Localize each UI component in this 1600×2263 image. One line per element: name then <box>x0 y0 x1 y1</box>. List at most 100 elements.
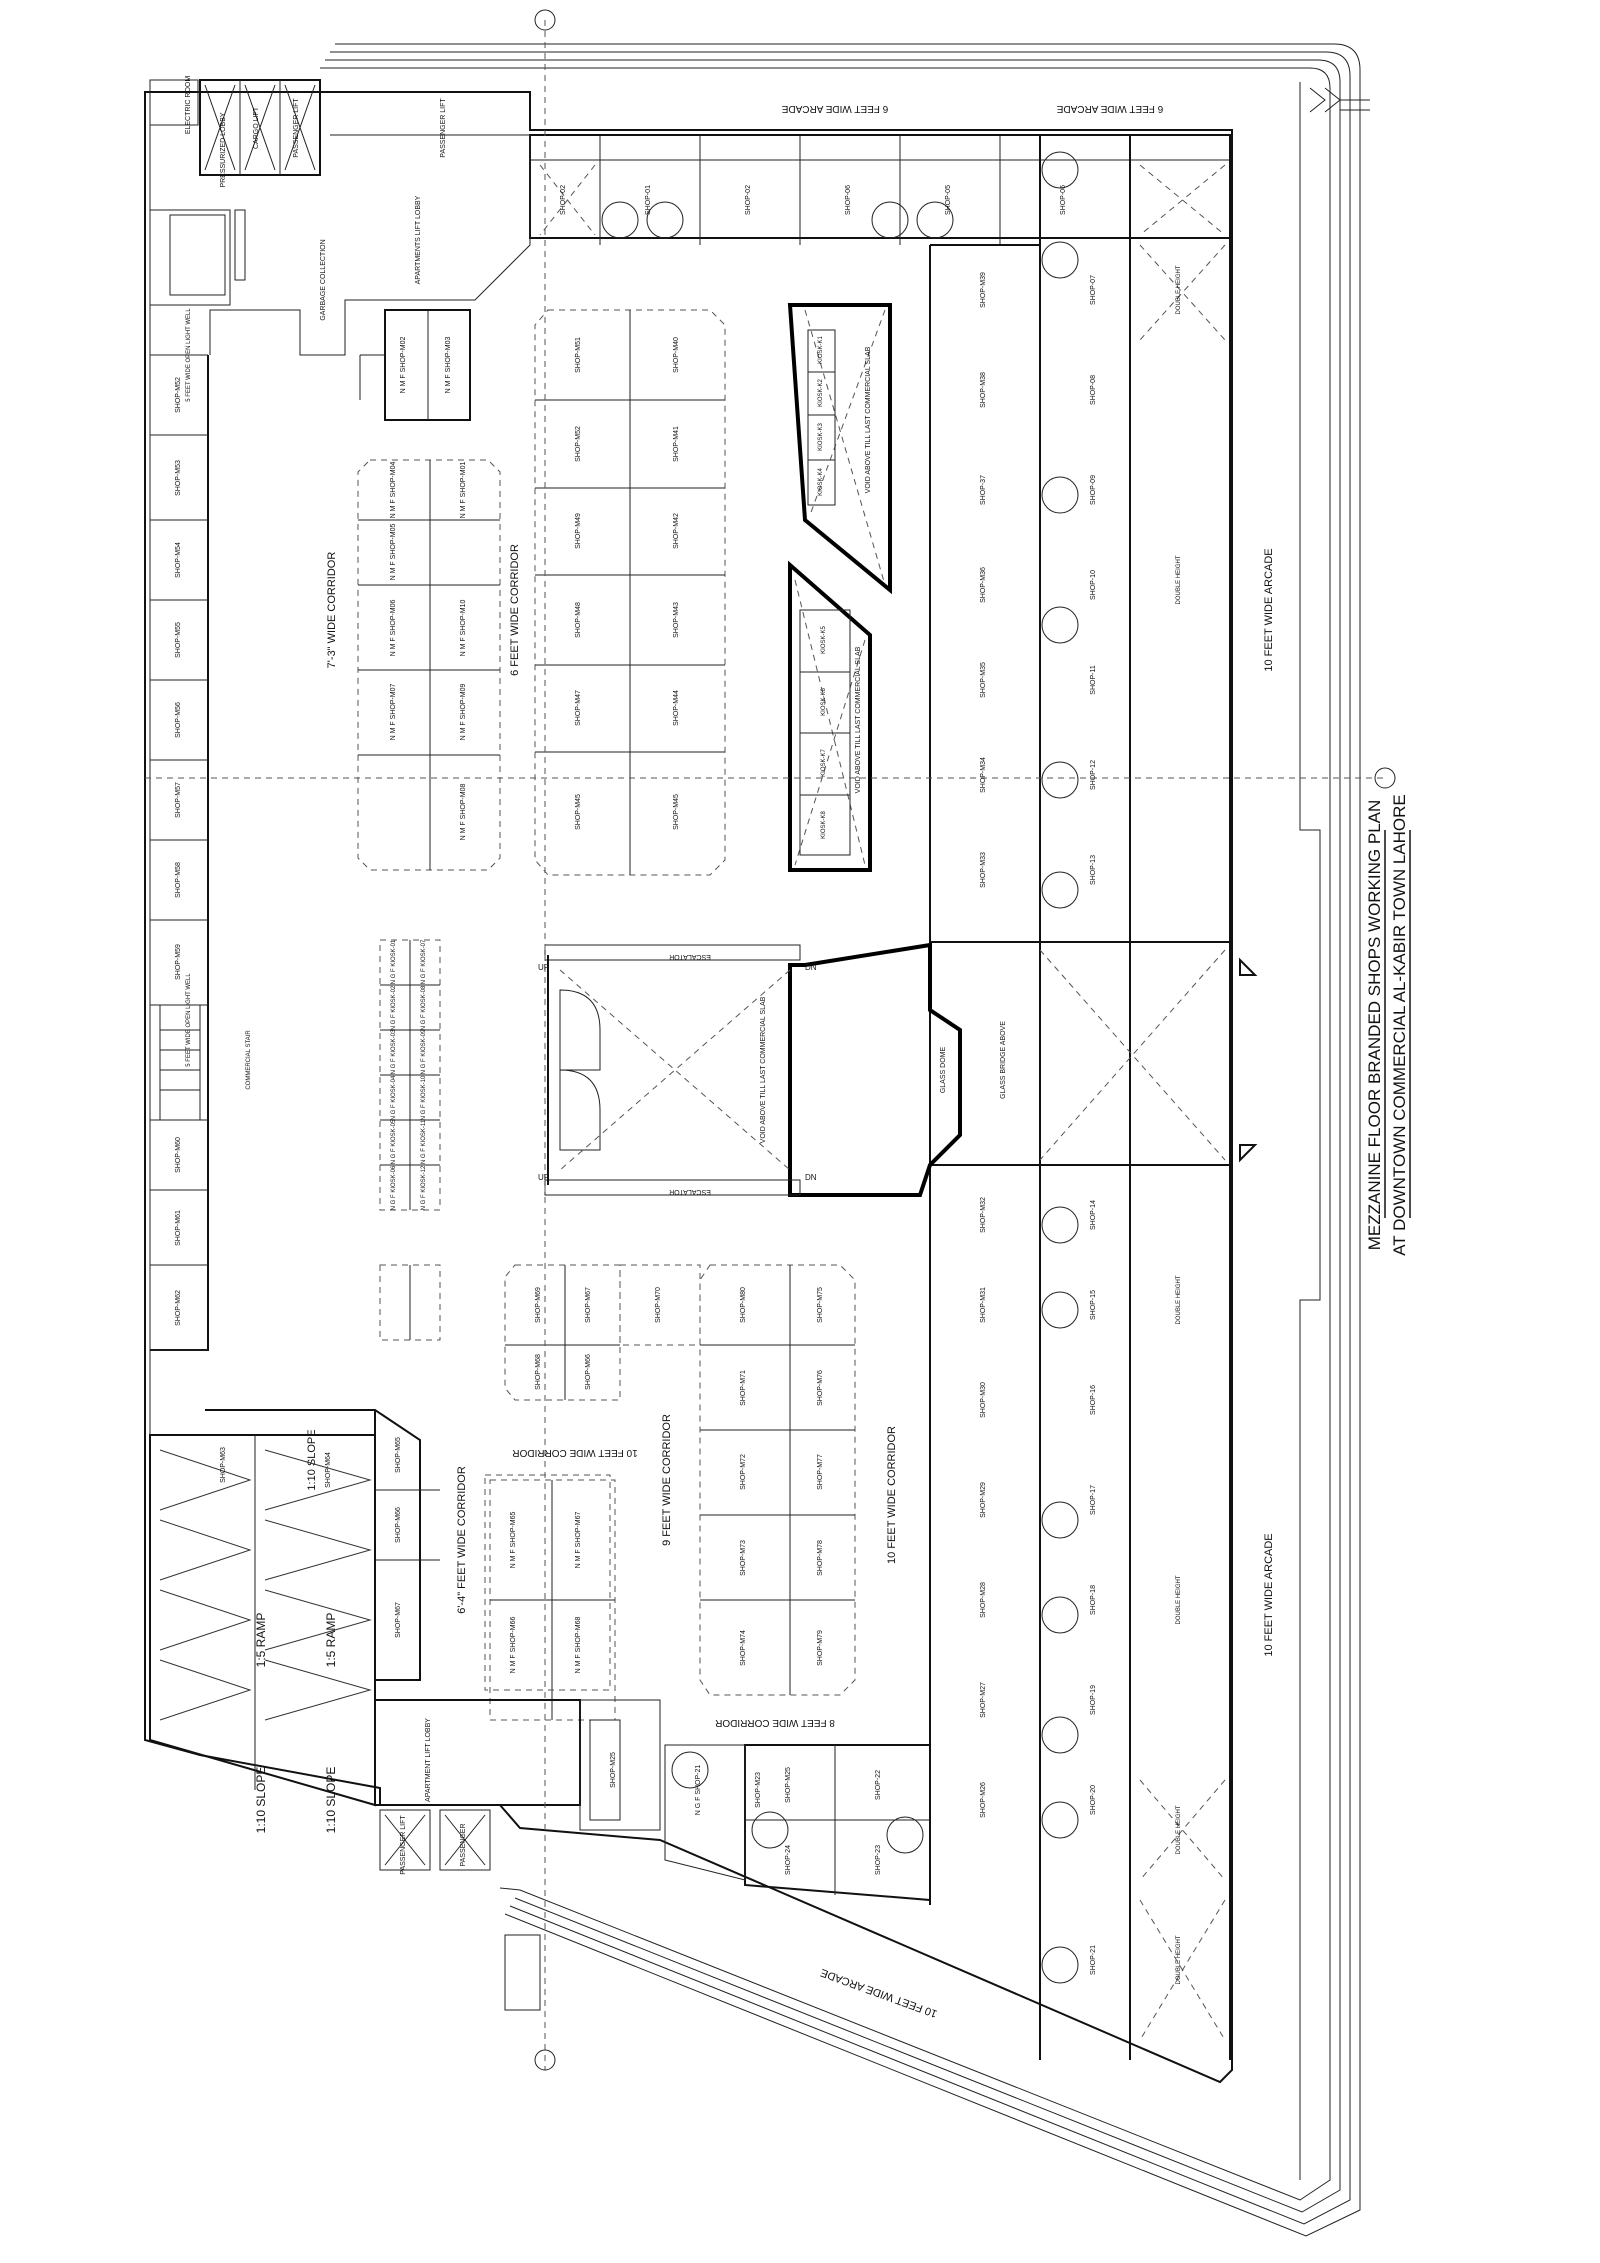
kiosks-left-9: N G F KIOSK-10 <box>421 1075 427 1120</box>
title-line-2: AT DOWNTOWN COMMERCIAL AL-KABIR TOWN LAH… <box>1390 794 1409 1256</box>
top-shops-2: SHOP-02 <box>745 185 752 215</box>
right-col-b-upper-3: SHOP-10 <box>1090 570 1097 600</box>
ngf-lower-1: SHOP-M25 <box>610 1752 617 1788</box>
lower-left-shops-1: SHOP-M64 <box>325 1452 332 1488</box>
top-shops-3: SHOP-06 <box>845 185 852 215</box>
right-col-a-lower-0: SHOP-M32 <box>980 1197 987 1233</box>
nmf-lower-1: N M F SHOP-M66 <box>510 1617 517 1674</box>
center-shops-left-4: SHOP-M47 <box>575 690 582 726</box>
label-void-main: VOID ABOVE TILL LAST COMMERCIAL SLAB <box>760 996 767 1143</box>
double-height-label-3: DOUBLE HEIGHT <box>1176 1575 1182 1624</box>
lower-center-shops-7: SHOP-M73 <box>740 1540 747 1576</box>
right-col-b-lower-4: SHOP-18 <box>1090 1585 1097 1615</box>
lower-center-shops-5: SHOP-M71 <box>740 1370 747 1406</box>
label-apartments-lobby: APARTMENTS LIFT LOBBY <box>415 195 422 284</box>
center-shops-left-0: SHOP-M51 <box>575 337 582 373</box>
kiosks-mid-0: KIOSK-K5 <box>821 626 827 654</box>
left-shops-9: SHOP-M61 <box>175 1210 182 1246</box>
bottom-core <box>374 1699 661 1871</box>
right-col-b-lower-0: SHOP-14 <box>1090 1200 1097 1230</box>
lower-center-shops-0: SHOP-M69 <box>535 1287 542 1323</box>
label-corridor-6-4: 6'-4" FEET WIDE CORRIDOR <box>456 1466 468 1614</box>
right-col-a-upper-3: SHOP-M36 <box>980 567 987 603</box>
left-shops-6: SHOP-M58 <box>175 862 182 898</box>
top-shops-1: SHOP-01 <box>645 185 652 215</box>
lower-left-shops-0: SHOP-M63 <box>220 1447 227 1483</box>
label-corridor-9: 9 FEET WIDE CORRIDOR <box>661 1414 673 1546</box>
nmf-lower-0: N M F SHOP-M65 <box>510 1512 517 1569</box>
kiosks-mid-2: KIOSK-K7 <box>821 749 827 777</box>
title-line-1: MEZZANINE FLOOR BRANDED SHOPS WORKING PL… <box>1365 800 1384 1251</box>
kiosks-left-1: N G F KIOSK-02 <box>391 985 397 1030</box>
center-shops-left-1: SHOP-M52 <box>575 426 582 462</box>
label-electric-room: ELECTRIC ROOM <box>185 76 192 135</box>
lower-center-shops-12: SHOP-M78 <box>817 1540 824 1576</box>
right-col-a-upper-4: SHOP-M35 <box>980 662 987 698</box>
void-mid <box>788 560 872 872</box>
kiosks-left-4: N G F KIOSK-05 <box>391 1119 397 1164</box>
site-boundary <box>320 43 1361 2237</box>
label-ramp-2: 1:5 RAMP <box>324 1613 338 1668</box>
lower-left-shops-2: SHOP-M65 <box>395 1437 402 1473</box>
label-arcade-10-right-upper: 10 FEET WIDE ARCADE <box>1263 548 1275 671</box>
lower-left-shops-4: SHOP-M67 <box>395 1602 402 1638</box>
kiosks-mid-1: KIOSK-K6 <box>821 688 827 716</box>
lower-center-shops-11: SHOP-M77 <box>817 1454 824 1490</box>
lower-left-shops-3: SHOP-M66 <box>395 1507 402 1543</box>
right-col-b-upper-2: SHOP-09 <box>1090 475 1097 505</box>
label-slope-1: 1:10 SLOPE <box>254 1767 268 1834</box>
right-col-b-lower-2: SHOP-16 <box>1090 1385 1097 1415</box>
left-shops-10: SHOP-M62 <box>175 1290 182 1326</box>
nmf-upper-1: N M F SHOP-M05 <box>390 524 397 581</box>
right-col-b-lower-5: SHOP-19 <box>1090 1685 1097 1715</box>
double-height-label-1: DOUBLE HEIGHT <box>1176 555 1182 604</box>
top-shops-4: SHOP-05 <box>945 185 952 215</box>
nmf-lower-3: N M F SHOP-M68 <box>575 1617 582 1674</box>
right-col-a-lower-3: SHOP-M29 <box>980 1482 987 1518</box>
label-void-mid: VOID ABOVE TILL LAST COMMERCIAL SLAB <box>855 646 862 793</box>
label-arcade-10-right-lower: 10 FEET WIDE ARCADE <box>1263 1533 1275 1656</box>
label-up-2: UP <box>538 1173 549 1182</box>
label-cargo-lift: CARGO LIFT <box>253 106 260 149</box>
lower-center-shops-2: SHOP-M67 <box>585 1287 592 1323</box>
label-corridor-10-right: 10 FEET WIDE CORRIDOR <box>886 1426 898 1564</box>
left-shops-2: SHOP-M54 <box>175 542 182 578</box>
kiosks-upper-0: KIOSK-K1 <box>818 336 824 364</box>
label-glass-bridge: GLASS BRIDGE ABOVE <box>1000 1021 1007 1099</box>
kiosks-left-3: N G F KIOSK-04 <box>391 1075 397 1120</box>
right-col-b-upper-1: SHOP-08 <box>1090 375 1097 405</box>
nmf-top-0: N M F SHOP-M02 <box>400 337 407 394</box>
right-col-b-upper-6: SHOP-13 <box>1090 855 1097 885</box>
lower-center-shops-6: SHOP-M72 <box>740 1454 747 1490</box>
label-dn-1: DN <box>805 963 817 972</box>
double-height-label-4: DOUBLE HEIGHT <box>1176 1805 1182 1854</box>
double-height-label-2: DOUBLE HEIGHT <box>1176 1275 1182 1324</box>
double-height-label-0: DOUBLE HEIGHT <box>1176 265 1182 314</box>
void-upper <box>787 303 892 595</box>
lower-center-shops-14: SHOP-M80 <box>740 1287 747 1323</box>
ngf-lower-0: N G F SHOP-21 <box>695 1765 702 1816</box>
right-col-b-upper-5: SHOP-12 <box>1090 760 1097 790</box>
left-shops-3: SHOP-M55 <box>175 622 182 658</box>
label-pressurized-lobby: PRESSURIZED LOBBY <box>220 112 227 187</box>
label-light-well-top: 5 FEET WIDE OPEN LIGHT WELL <box>186 308 192 402</box>
right-shop-columns <box>929 135 1231 2060</box>
label-slope-2: 1:10 SLOPE <box>324 1767 338 1834</box>
lower-center-shops-8: SHOP-M74 <box>740 1630 747 1666</box>
drawing-title: MEZZANINE FLOOR BRANDED SHOPS WORKING PL… <box>1365 794 1411 1256</box>
kiosks-left-2: N G F KIOSK-03 <box>391 1029 397 1074</box>
label-glass-dome: GLASS DOME <box>940 1047 947 1094</box>
kiosks-mid-3: KIOSK-K8 <box>821 811 827 839</box>
right-col-a-upper-5: SHOP-M34 <box>980 757 987 793</box>
nmf-lower-block <box>484 1474 611 1691</box>
center-shops-left-3: SHOP-M48 <box>575 602 582 638</box>
kiosks-left-8: N G F KIOSK-09 <box>421 1029 427 1074</box>
center-shops-left-2: SHOP-M49 <box>575 513 582 549</box>
lower-center-shops-4: SHOP-M70 <box>655 1287 662 1323</box>
lower-center-shops-9: SHOP-M75 <box>817 1287 824 1323</box>
right-col-b-upper-4: SHOP-11 <box>1090 665 1097 695</box>
center-shops-right-2: SHOP-M42 <box>673 513 680 549</box>
shop-labels: SHOP-M52SHOP-M53SHOP-M54SHOP-M55SHOP-M56… <box>175 185 1182 1985</box>
kiosks-left-11: N G F KIOSK-12 <box>421 1165 427 1210</box>
left-shops-8: SHOP-M60 <box>175 1137 182 1173</box>
